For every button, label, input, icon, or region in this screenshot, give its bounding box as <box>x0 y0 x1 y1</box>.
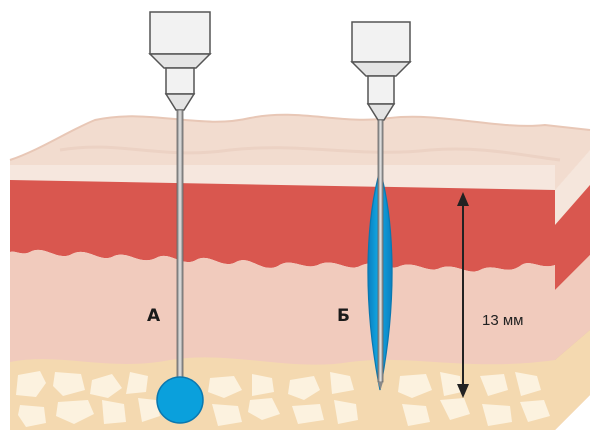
needle-a-shaft <box>176 109 184 379</box>
needle-b-shaft <box>377 119 384 383</box>
double-arrow-icon <box>457 192 469 398</box>
needle-b <box>350 21 412 391</box>
dermis-layer <box>10 180 555 272</box>
fat-globules <box>16 371 550 427</box>
injection-bolus-a <box>156 376 204 424</box>
needle-b-label: Б <box>337 306 350 326</box>
subcutaneous-layer <box>10 249 555 370</box>
depth-label: 13 мм <box>482 312 523 329</box>
needle-hub-icon <box>350 21 412 121</box>
skin-block-side-face <box>555 150 590 430</box>
needle-hub-icon <box>148 11 212 111</box>
needle-a-label: А <box>147 306 161 326</box>
